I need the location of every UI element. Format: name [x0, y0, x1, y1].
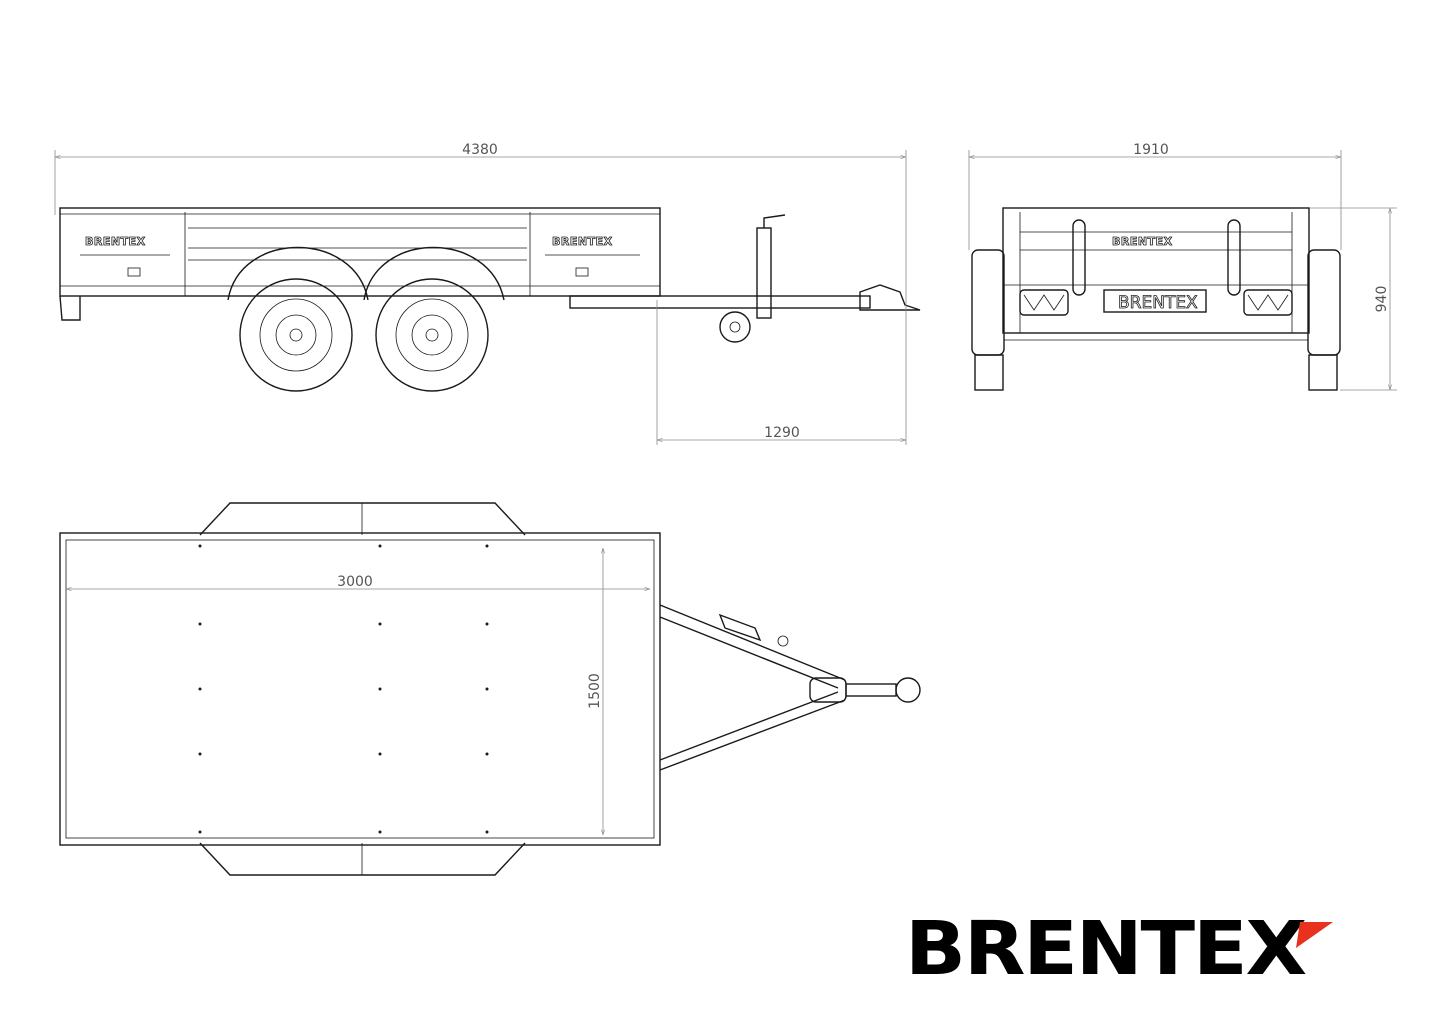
side-panel-brand-front: BRENTEX	[552, 235, 613, 248]
dim-overall-length: 4380	[462, 142, 498, 158]
dimension-lines	[54, 150, 1397, 835]
side-panel-brand-rear: BRENTEX	[85, 235, 146, 248]
logo-accent-slash	[1296, 922, 1333, 948]
wheel-rear	[239, 278, 353, 392]
deck-rivets	[198, 544, 489, 834]
dim-overall-width: 1910	[1133, 142, 1169, 158]
side-view: BRENTEX BRENTEX	[59, 207, 921, 392]
dim-drawbar-length: 1290	[764, 425, 800, 441]
rear-panel-brand: BRENTEX	[1112, 235, 1173, 248]
dim-height: 940	[1374, 286, 1390, 313]
top-view	[59, 502, 921, 876]
wheel-front	[375, 278, 489, 392]
rear-view: BRENTEX BRENTEX	[971, 207, 1341, 391]
dim-bed-length: 3000	[337, 574, 373, 590]
rear-plate-brand: BRENTEX	[1118, 293, 1198, 313]
logo-text: BRENTEX	[905, 906, 1306, 992]
dim-bed-width: 1500	[587, 673, 603, 709]
brentex-logo: BRENTEX	[905, 906, 1333, 992]
